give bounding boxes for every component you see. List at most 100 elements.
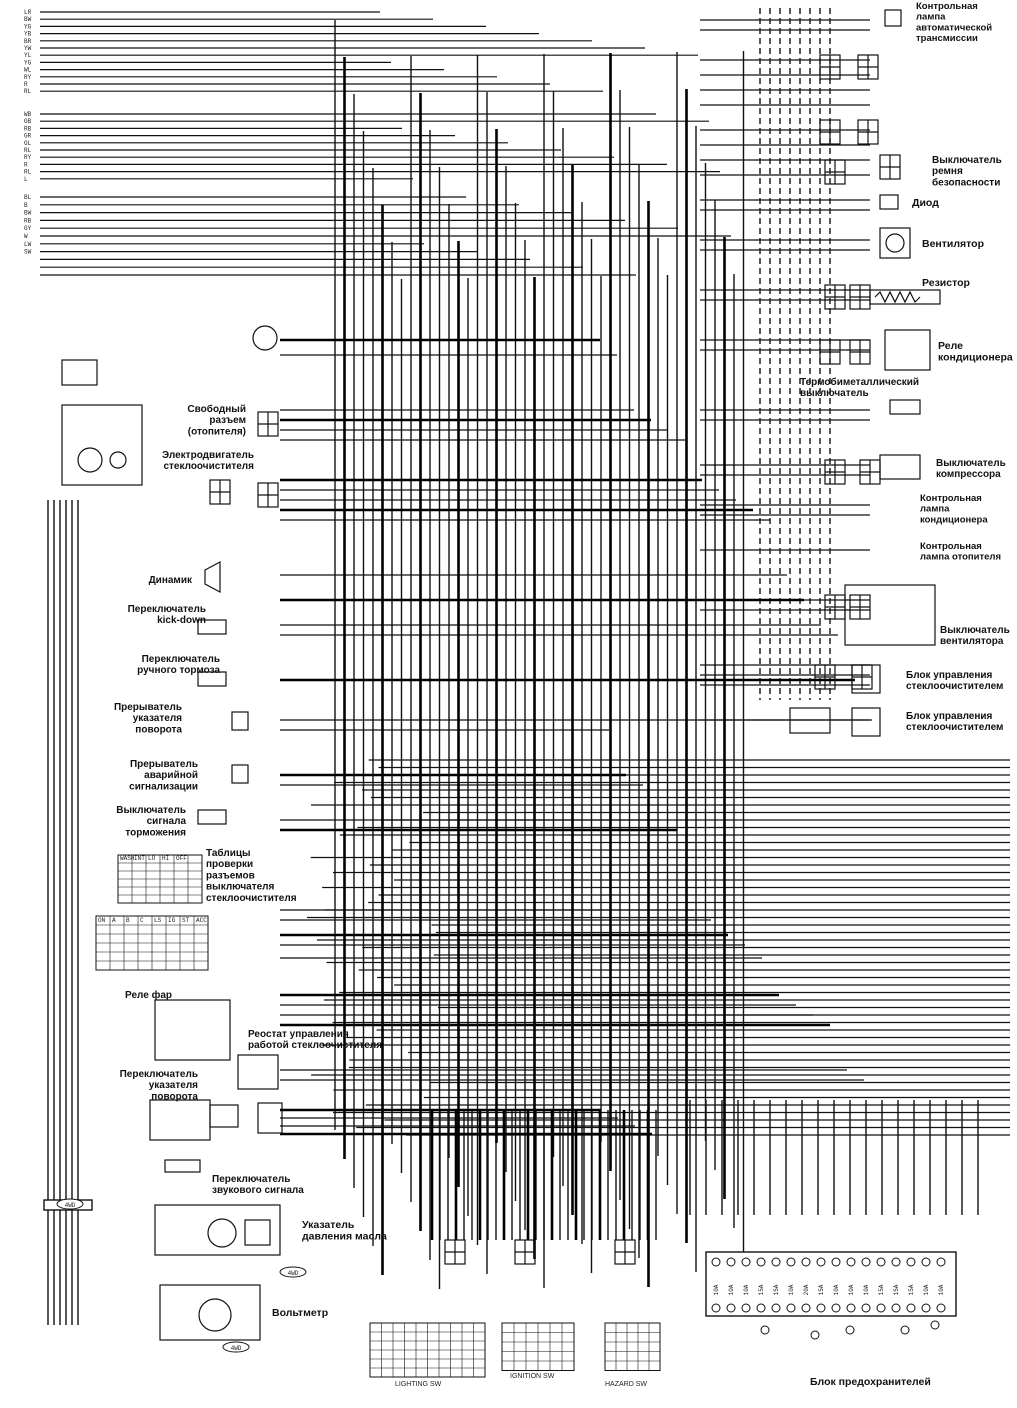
free-connector-label: Свободный bbox=[187, 403, 246, 415]
fuse-rating: 15A bbox=[908, 1284, 915, 1295]
table-heading: ON bbox=[98, 917, 106, 924]
fuse-terminal bbox=[741, 1303, 751, 1313]
component-labels: Контрольная лампа автоматическойтрансмисси… bbox=[114, 1, 1013, 1388]
heater-lamp-label: лампа отопителя bbox=[920, 552, 1001, 563]
turn-flasher-label: Прерыватель bbox=[114, 702, 182, 713]
kickdown-switch-label: kick-down bbox=[157, 615, 206, 626]
fuse-rating: 10A bbox=[728, 1284, 735, 1295]
wiper-rheostat-label: Реостат управления bbox=[248, 1029, 349, 1040]
hazard-flasher-label: аварийной bbox=[144, 770, 198, 781]
4wd-badge bbox=[279, 1266, 307, 1278]
fuse-terminal bbox=[756, 1303, 766, 1313]
handbrake-switch-label: Переключатель bbox=[142, 654, 220, 665]
wire-code: BL bbox=[24, 194, 32, 201]
oil-gauge-dial bbox=[207, 1218, 237, 1248]
fuse-rating: 20A bbox=[803, 1284, 810, 1295]
turn-switch-connector bbox=[257, 1102, 283, 1134]
wire-code: BW bbox=[24, 16, 32, 23]
thermo-switch-body bbox=[889, 399, 921, 415]
heater-lamp-label: Контрольная bbox=[920, 541, 982, 552]
ac-lamp-label: лампа bbox=[920, 504, 950, 515]
table-heading: HI bbox=[162, 855, 169, 862]
lighting-table-title: LIGHTING SW bbox=[395, 1381, 442, 1388]
fuse-terminal bbox=[921, 1257, 931, 1267]
wire-code: YB bbox=[24, 31, 32, 38]
speaker-label: Динамик bbox=[149, 575, 193, 586]
table-heading: OFF bbox=[176, 855, 187, 862]
hazard-table-title: HAZARD SW bbox=[605, 1381, 647, 1388]
wiper-control-plug bbox=[789, 707, 831, 734]
fuse-rating: 10A bbox=[923, 1284, 930, 1295]
wire-code: W bbox=[24, 233, 28, 240]
wiper-tables-label: стеклоочистителя bbox=[206, 893, 297, 904]
fuse-terminal bbox=[831, 1303, 841, 1313]
wiper-tables-label: разъемов bbox=[206, 870, 255, 881]
table-heading: IG bbox=[168, 917, 176, 924]
wiper-motor-label: стеклоочистителя bbox=[163, 461, 254, 472]
ac-relay-body bbox=[884, 329, 931, 371]
wire-code: BR bbox=[24, 38, 32, 45]
wire-code: GL bbox=[24, 140, 32, 147]
oil-gauge-label: давления масла bbox=[302, 1231, 387, 1243]
at-lamp-label: автоматической bbox=[916, 22, 992, 33]
fuse-rating: 10A bbox=[833, 1284, 840, 1295]
turn-switch-label: указателя bbox=[149, 1080, 198, 1091]
wire-code: GR bbox=[24, 133, 32, 140]
fuse-terminal bbox=[936, 1303, 946, 1313]
turn-flasher-label: поворота bbox=[135, 724, 182, 735]
turn-switch-label: Переключатель bbox=[120, 1069, 198, 1080]
table-heading: ACC bbox=[196, 917, 207, 924]
wire-code: R bbox=[24, 161, 28, 168]
fuse-output-terminal bbox=[900, 1325, 910, 1335]
ignition-table-title: IGNITION SW bbox=[510, 1373, 555, 1380]
fuse-rating: 10A bbox=[743, 1284, 750, 1295]
brake-switch-label: Выключатель bbox=[116, 805, 186, 816]
table-heading: LO bbox=[148, 855, 156, 862]
horn-switch-label: Переключатель bbox=[212, 1174, 290, 1185]
wire-code: SW bbox=[24, 249, 32, 256]
wire-code: RB bbox=[24, 125, 32, 132]
free-connector-label: разъем bbox=[209, 415, 246, 426]
fan-switch-body bbox=[844, 584, 936, 646]
fuse-terminal bbox=[786, 1303, 796, 1313]
turn-switch-plug bbox=[209, 1104, 239, 1128]
at-lamp-label: Контрольная bbox=[916, 1, 978, 12]
handbrake-switch-label: ручного тормоза bbox=[137, 665, 220, 676]
wiper-motor-circle bbox=[109, 451, 127, 469]
fuse-terminal bbox=[906, 1303, 916, 1313]
wiper-tables-label: проверки bbox=[206, 859, 253, 870]
wiper-control-1-body bbox=[851, 664, 881, 694]
turn-switch-body bbox=[149, 1099, 211, 1141]
fuse-terminal bbox=[861, 1303, 871, 1313]
fuse-output-terminal bbox=[760, 1325, 770, 1335]
speaker-icon bbox=[204, 561, 221, 593]
horn-switch-body bbox=[164, 1159, 201, 1173]
fuse-terminal bbox=[786, 1257, 796, 1267]
turn-flasher-body bbox=[231, 711, 249, 731]
fuse-terminal bbox=[831, 1257, 841, 1267]
headlamp-relay-label: Реле фар bbox=[125, 989, 172, 1001]
fan-switch-label: вентилятора bbox=[940, 636, 1004, 647]
voltmeter-label: Вольтметр bbox=[272, 1307, 328, 1319]
wiper-motor-label: Электродвигатель bbox=[162, 450, 254, 461]
fuse-terminal bbox=[726, 1257, 736, 1267]
wire-code: L bbox=[24, 176, 28, 183]
thermo-switch-label: Термобиметаллический bbox=[800, 376, 919, 388]
fuse-rating: 10A bbox=[848, 1284, 855, 1295]
thermo-switch-label: выключатель bbox=[800, 388, 869, 399]
wire-code: YL bbox=[24, 52, 32, 59]
at-lamp-label: трансмиссии bbox=[916, 33, 978, 44]
wire-code: LR bbox=[24, 9, 32, 16]
fan-motor-circle bbox=[885, 233, 905, 253]
kickdown-switch-label: Переключатель bbox=[128, 604, 206, 615]
wiper-motor-circle bbox=[77, 447, 103, 473]
brake-switch-label: сигнала bbox=[147, 816, 187, 827]
fuse-terminal bbox=[711, 1303, 721, 1313]
fuse-terminal bbox=[861, 1257, 871, 1267]
oil-gauge-body bbox=[154, 1204, 281, 1256]
wire-code: GB bbox=[24, 118, 32, 125]
free-connector-label: (отопителя) bbox=[188, 426, 246, 437]
fuse-output-terminal bbox=[845, 1325, 855, 1335]
fuse-rating: 10A bbox=[863, 1284, 870, 1295]
